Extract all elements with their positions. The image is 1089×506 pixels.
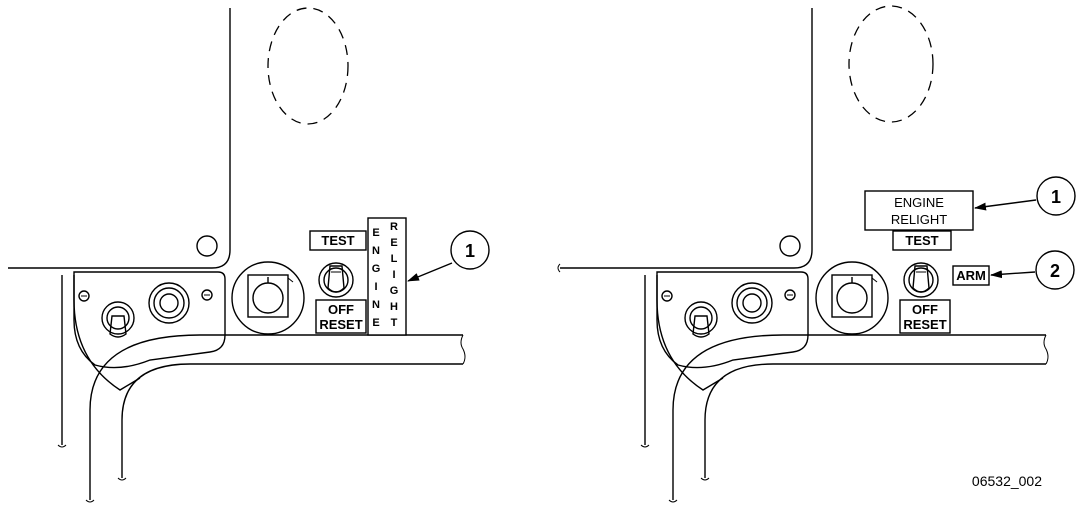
right-upper-panel-outline — [560, 8, 813, 269]
right-reset-label: RESET — [903, 317, 946, 332]
left-switch-plate — [73, 271, 226, 369]
left-console-squiggle — [57, 444, 67, 448]
right-test-label-box — [892, 230, 952, 251]
right-curved-frame-inner — [704, 363, 1046, 478]
right-engine-relight-placard — [864, 190, 974, 231]
figure-id: 06532_002 — [972, 473, 1042, 489]
left-callout-1-leader — [407, 262, 453, 282]
right-switch-plate — [656, 271, 809, 369]
right-plate-toggle — [684, 301, 718, 338]
right-callout-2-leader — [990, 270, 1036, 279]
right-console-squiggle — [640, 444, 650, 448]
left-reset-label: RESET — [319, 317, 362, 332]
left-relight-toggle-switch — [318, 262, 354, 298]
right-engine-label: ENGINE — [894, 195, 944, 210]
relight-letter: E — [390, 237, 397, 249]
right-plate-screw-b — [784, 289, 796, 301]
left-corner-fastener — [196, 235, 218, 257]
left-engine-vertical-text: E N G I N E — [372, 227, 381, 329]
engine-letter: E — [372, 317, 379, 329]
engine-letter: I — [374, 281, 377, 293]
right-callout-2-circle — [1035, 250, 1075, 290]
left-upper-panel-outline — [8, 8, 231, 269]
right-curved-frame-outer — [672, 334, 1046, 500]
right-callout-1-leader — [974, 199, 1037, 211]
right-view: ENGINE RELIGHT TEST ARM OFF RESET 1 2 06… — [557, 5, 1076, 503]
left-frame-end-a — [85, 499, 95, 503]
left-rotary-selector — [231, 261, 305, 335]
right-frame-end-b — [700, 477, 710, 481]
right-frame-break — [1043, 334, 1049, 365]
right-rotary-selector — [815, 261, 889, 335]
left-plate-toggle — [101, 301, 135, 338]
right-hidden-instrument-circle — [848, 5, 934, 123]
right-frame-end-a — [668, 499, 678, 503]
left-off-reset-label-box — [315, 299, 367, 334]
right-off-reset-label-box — [899, 299, 951, 334]
left-view: TEST OFF RESET E N G I N E R E L I G H — [8, 7, 490, 503]
left-plate-screw-b — [201, 289, 213, 301]
engine-letter: N — [372, 245, 380, 257]
right-corner-fastener — [779, 235, 801, 257]
right-plate-screw-a — [661, 290, 673, 302]
left-frame-break — [460, 334, 466, 365]
right-callout-1-circle — [1036, 176, 1076, 216]
left-test-label: TEST — [321, 233, 354, 248]
left-callout-1-number: 1 — [465, 241, 475, 261]
right-relight-label: RELIGHT — [891, 212, 947, 227]
left-relight-vertical-text: R E L I G H T — [390, 221, 399, 329]
left-off-label: OFF — [328, 302, 354, 317]
relight-letter: R — [390, 221, 398, 233]
relight-letter: H — [390, 301, 398, 313]
left-callout-1-circle — [450, 230, 490, 270]
right-off-label: OFF — [912, 302, 938, 317]
left-plate-knob — [148, 282, 190, 324]
engine-letter: G — [372, 263, 381, 275]
right-callout-1-number: 1 — [1051, 187, 1061, 207]
relight-letter: G — [390, 285, 399, 297]
right-callout-2-number: 2 — [1050, 261, 1060, 281]
left-hidden-instrument-circle — [267, 7, 349, 125]
relight-letter: T — [391, 317, 398, 329]
left-curved-frame-inner — [121, 363, 463, 478]
left-plate-screw-a — [78, 290, 90, 302]
left-frame-end-b — [117, 477, 127, 481]
right-plate-knob — [731, 282, 773, 324]
right-test-label: TEST — [905, 233, 938, 248]
right-panel-break — [557, 263, 561, 273]
right-arm-label-box — [952, 265, 990, 286]
left-curved-frame-outer — [89, 334, 463, 500]
relight-letter: L — [391, 253, 398, 265]
relight-letter: I — [392, 269, 395, 281]
right-relight-toggle-switch — [903, 262, 939, 298]
left-test-label-box — [309, 230, 367, 251]
engine-letter: N — [372, 299, 380, 311]
engine-letter: E — [372, 227, 379, 239]
left-engine-relight-placard — [367, 217, 407, 336]
right-arm-label: ARM — [956, 268, 986, 283]
